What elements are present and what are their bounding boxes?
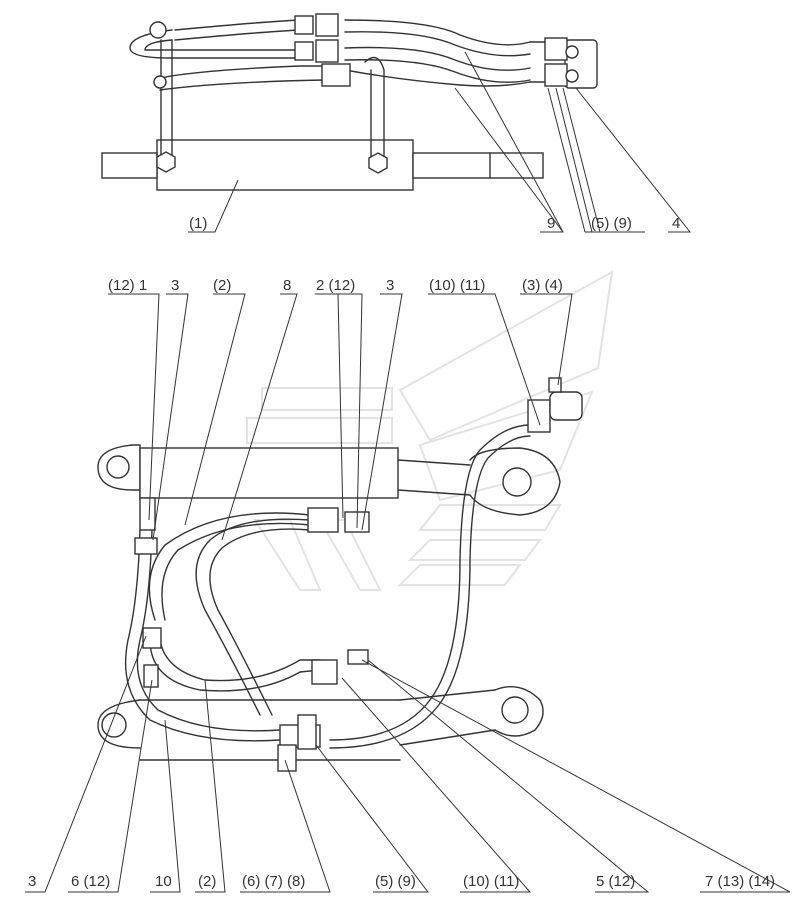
- label-top-e: 2 (12): [316, 277, 355, 294]
- upper-cylinder-body: [139, 447, 399, 499]
- label-cylinder: (1): [189, 215, 207, 232]
- label-bottom-b: 6 (12): [71, 873, 110, 890]
- main-view-top-leaders: [108, 293, 573, 541]
- main-view-bottom-leaders: [25, 635, 791, 893]
- label-top-c: (2): [213, 277, 231, 294]
- label-bottom-c: 10: [155, 873, 172, 890]
- label-top-h: (3) (4): [522, 277, 563, 294]
- label-hoses: 9: [547, 215, 555, 232]
- label-fittings: (5) (9): [591, 215, 632, 232]
- label-bottom-g: (10) (11): [463, 873, 519, 890]
- label-top-f: 3: [386, 277, 394, 294]
- label-bottom-a: 3: [28, 873, 36, 890]
- cylinder-rod-left: [101, 152, 158, 179]
- label-top-d: 8: [283, 277, 291, 294]
- label-top-b: 3: [171, 277, 179, 294]
- label-bottom-h: 5 (12): [596, 873, 635, 890]
- label-bottom-i: 7 (13) (14): [705, 873, 775, 890]
- cylinder-rod-right: [412, 152, 544, 179]
- label-bottom-d: (2): [198, 873, 216, 890]
- label-bottom-f: (5) (9): [375, 873, 416, 890]
- label-bottom-e: (6) (7) (8): [242, 873, 305, 890]
- label-top-a: (12) 1: [108, 277, 147, 294]
- main-view: [97, 377, 583, 772]
- label-top-g: (10) (11): [429, 277, 485, 294]
- label-valve-block: 4: [672, 215, 680, 232]
- top-view: [101, 13, 598, 191]
- top-view-leaders: [188, 51, 692, 233]
